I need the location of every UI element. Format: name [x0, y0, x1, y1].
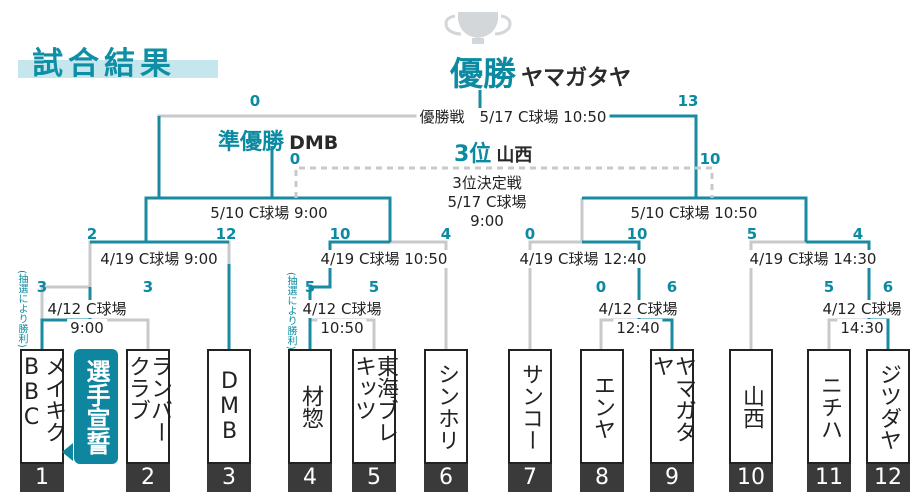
round1-b-time: 10:50 [317, 319, 367, 337]
seed-number: 7 [508, 464, 552, 492]
seed-number: 10 [729, 464, 773, 492]
team-box: ランバークラブ [125, 349, 172, 464]
third-match-time: 9:00 [467, 212, 507, 230]
team-name: ニチハ [817, 373, 842, 440]
third-place-label: 3位 [454, 142, 492, 167]
team-box: サンコー [508, 349, 552, 464]
team-name: ランバークラブ [125, 355, 172, 443]
seed-number: 1 [20, 464, 64, 492]
team-box: ジツダヤ [866, 349, 910, 464]
semifinal-b-info: 5/10 C球場 10:50 [627, 204, 761, 222]
seed-number: 11 [807, 464, 851, 492]
runner-up-banner: 準優勝 DMB [218, 124, 338, 156]
champion-banner: 優勝 ヤマガタヤ [450, 47, 631, 95]
round1-a-score-left: 3 [36, 278, 48, 296]
round1-a-info: 4/12 C球場 [44, 300, 130, 318]
player-pledge-badge: 選手宣誓 [74, 349, 118, 464]
round2-b-info: 4/19 C球場 10:50 [317, 250, 451, 268]
seed-number: 6 [424, 464, 468, 492]
team-name: シンホリ [434, 362, 459, 451]
round2-d-info: 4/19 C球場 14:30 [746, 250, 880, 268]
team-name: DMB [217, 369, 242, 444]
seed-number: 2 [126, 464, 170, 492]
round1-c-info: 4/12 C球場 [595, 300, 681, 318]
team-box: 材惣 [288, 349, 332, 464]
semifinal-a-info: 5/10 C球場 9:00 [207, 204, 331, 222]
seed-number: 9 [650, 464, 694, 492]
round1-c-score-right: 6 [666, 278, 678, 296]
third-score-right: 10 [699, 150, 721, 168]
lottery-note-b: (抽選により勝利) [285, 272, 296, 350]
seed-number: 8 [580, 464, 624, 492]
round2-b-score-left: 10 [329, 225, 351, 243]
round1-d-info: 4/12 C球場 [819, 300, 905, 318]
lottery-note-a: (抽選により勝利) [16, 270, 27, 348]
round1-a-time: 9:00 [67, 319, 107, 337]
team-box: 山西 [729, 349, 773, 464]
team-name: メイキクBBC [19, 355, 66, 443]
round1-d-score-right: 6 [882, 278, 894, 296]
page-title-text: 試合結果 [32, 46, 176, 82]
round2-a-score-left: 2 [86, 225, 98, 243]
trophy-icon [444, 12, 512, 44]
final-score-right: 13 [677, 92, 699, 110]
round1-b-score-left: 5 [304, 278, 316, 296]
team-name: エンヤ [590, 373, 615, 440]
team-box: エンヤ [580, 349, 624, 464]
third-place-banner: 3位 山西 [454, 136, 532, 168]
pledge-pointer [62, 443, 73, 461]
team-box: 東海ブレキッツ [351, 349, 398, 464]
third-place-team: 山西 [496, 145, 533, 166]
seed-number: 12 [866, 464, 910, 492]
final-score-left: 0 [249, 92, 261, 110]
team-box: メイキクBBC [19, 349, 66, 464]
team-box: DMB [207, 349, 251, 464]
round2-a-score-right: 12 [215, 225, 237, 243]
seed-number: 4 [288, 464, 332, 492]
runner-up-team: DMB [289, 132, 339, 154]
team-name: ヤマガタヤ [649, 355, 696, 443]
seed-number: 5 [352, 464, 396, 492]
round1-b-info: 4/12 C球場 [299, 300, 385, 318]
champion-team: ヤマガタヤ [521, 66, 632, 91]
team-box: ニチハ [807, 349, 851, 464]
round1-c-score-left: 0 [595, 278, 607, 296]
round2-d-score-left: 5 [746, 225, 758, 243]
page-title: 試合結果 [18, 38, 218, 82]
runner-up-label: 準優勝 [218, 130, 285, 155]
round2-c-score-left: 0 [524, 225, 536, 243]
team-name: 山西 [739, 384, 764, 429]
round1-a-score-right: 3 [142, 278, 154, 296]
round1-b-score-right: 5 [368, 278, 380, 296]
third-match-title: 3位決定戦 [449, 174, 525, 192]
team-name: 東海ブレキッツ [351, 355, 398, 443]
seed-number: 3 [207, 464, 251, 492]
round2-c-score-right: 10 [626, 225, 648, 243]
team-box: シンホリ [424, 349, 468, 464]
third-match-venue: 5/17 C球場 [444, 193, 530, 211]
team-box: ヤマガタヤ [649, 349, 696, 464]
team-name: 材惣 [298, 384, 323, 429]
round2-a-info: 4/19 C球場 9:00 [97, 250, 221, 268]
team-name: ジツダヤ [876, 362, 901, 451]
round1-d-score-left: 5 [823, 278, 835, 296]
champion-label: 優勝 [450, 54, 516, 93]
round2-c-info: 4/19 C球場 12:40 [516, 250, 650, 268]
player-pledge-label: 選手宣誓 [82, 358, 110, 455]
final-info: 優勝戦 5/17 C球場 10:50 [416, 108, 610, 126]
team-name: サンコー [518, 362, 543, 451]
round2-d-score-right: 4 [852, 225, 864, 243]
round1-c-time: 12:40 [613, 319, 663, 337]
third-score-left: 0 [289, 150, 301, 168]
round1-d-time: 14:30 [837, 319, 887, 337]
round2-b-score-right: 4 [440, 225, 452, 243]
